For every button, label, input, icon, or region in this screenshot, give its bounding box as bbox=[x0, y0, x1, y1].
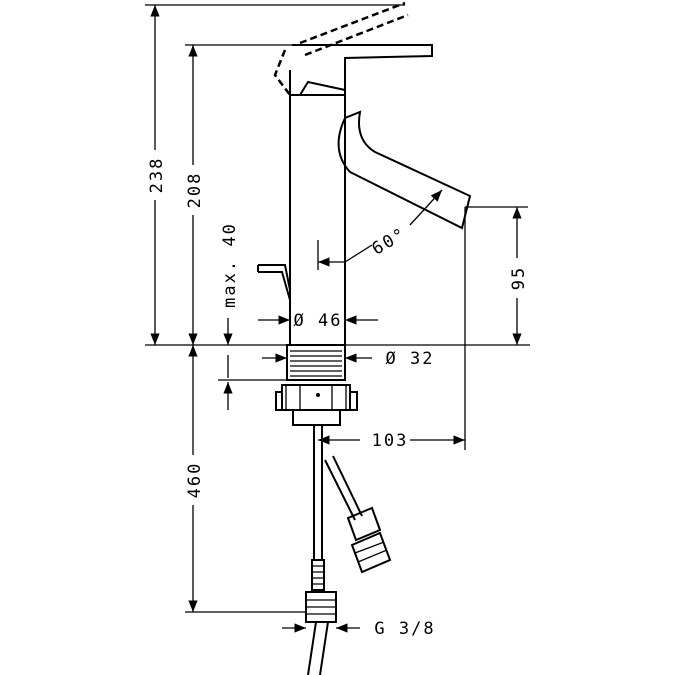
dim-label-diameter-32: Ø 32 bbox=[386, 349, 435, 369]
dimension-diameter-46: Ø 46 bbox=[258, 300, 378, 331]
faucet-body bbox=[257, 1, 472, 345]
dimension-max-40: max. 40 bbox=[218, 222, 290, 410]
dim-label-103: 103 bbox=[372, 431, 409, 451]
dim-label-460: 460 bbox=[185, 462, 205, 499]
dimension-95: 95 bbox=[465, 206, 529, 345]
dim-label-diameter-46: Ø 46 bbox=[294, 311, 343, 331]
dim-label-238: 238 bbox=[147, 157, 167, 194]
dim-label-60: 60° bbox=[369, 224, 411, 260]
dim-label-208: 208 bbox=[185, 172, 205, 209]
dim-label-g-3-8: G 3/8 bbox=[374, 619, 435, 639]
dimension-238: 238 bbox=[145, 4, 405, 345]
dim-label-95: 95 bbox=[509, 266, 529, 290]
dimension-diameter-32: Ø 32 bbox=[262, 349, 435, 369]
dimension-g-3-8: G 3/8 bbox=[282, 619, 435, 639]
dimension-460: 460 bbox=[184, 345, 306, 613]
threaded-shank bbox=[275, 344, 358, 426]
dim-label-max-40: max. 40 bbox=[220, 222, 240, 308]
dimension-103: 103 bbox=[318, 207, 466, 451]
dimension-208: 208 bbox=[184, 44, 292, 345]
dimension-60-degree: 60° bbox=[317, 189, 443, 270]
